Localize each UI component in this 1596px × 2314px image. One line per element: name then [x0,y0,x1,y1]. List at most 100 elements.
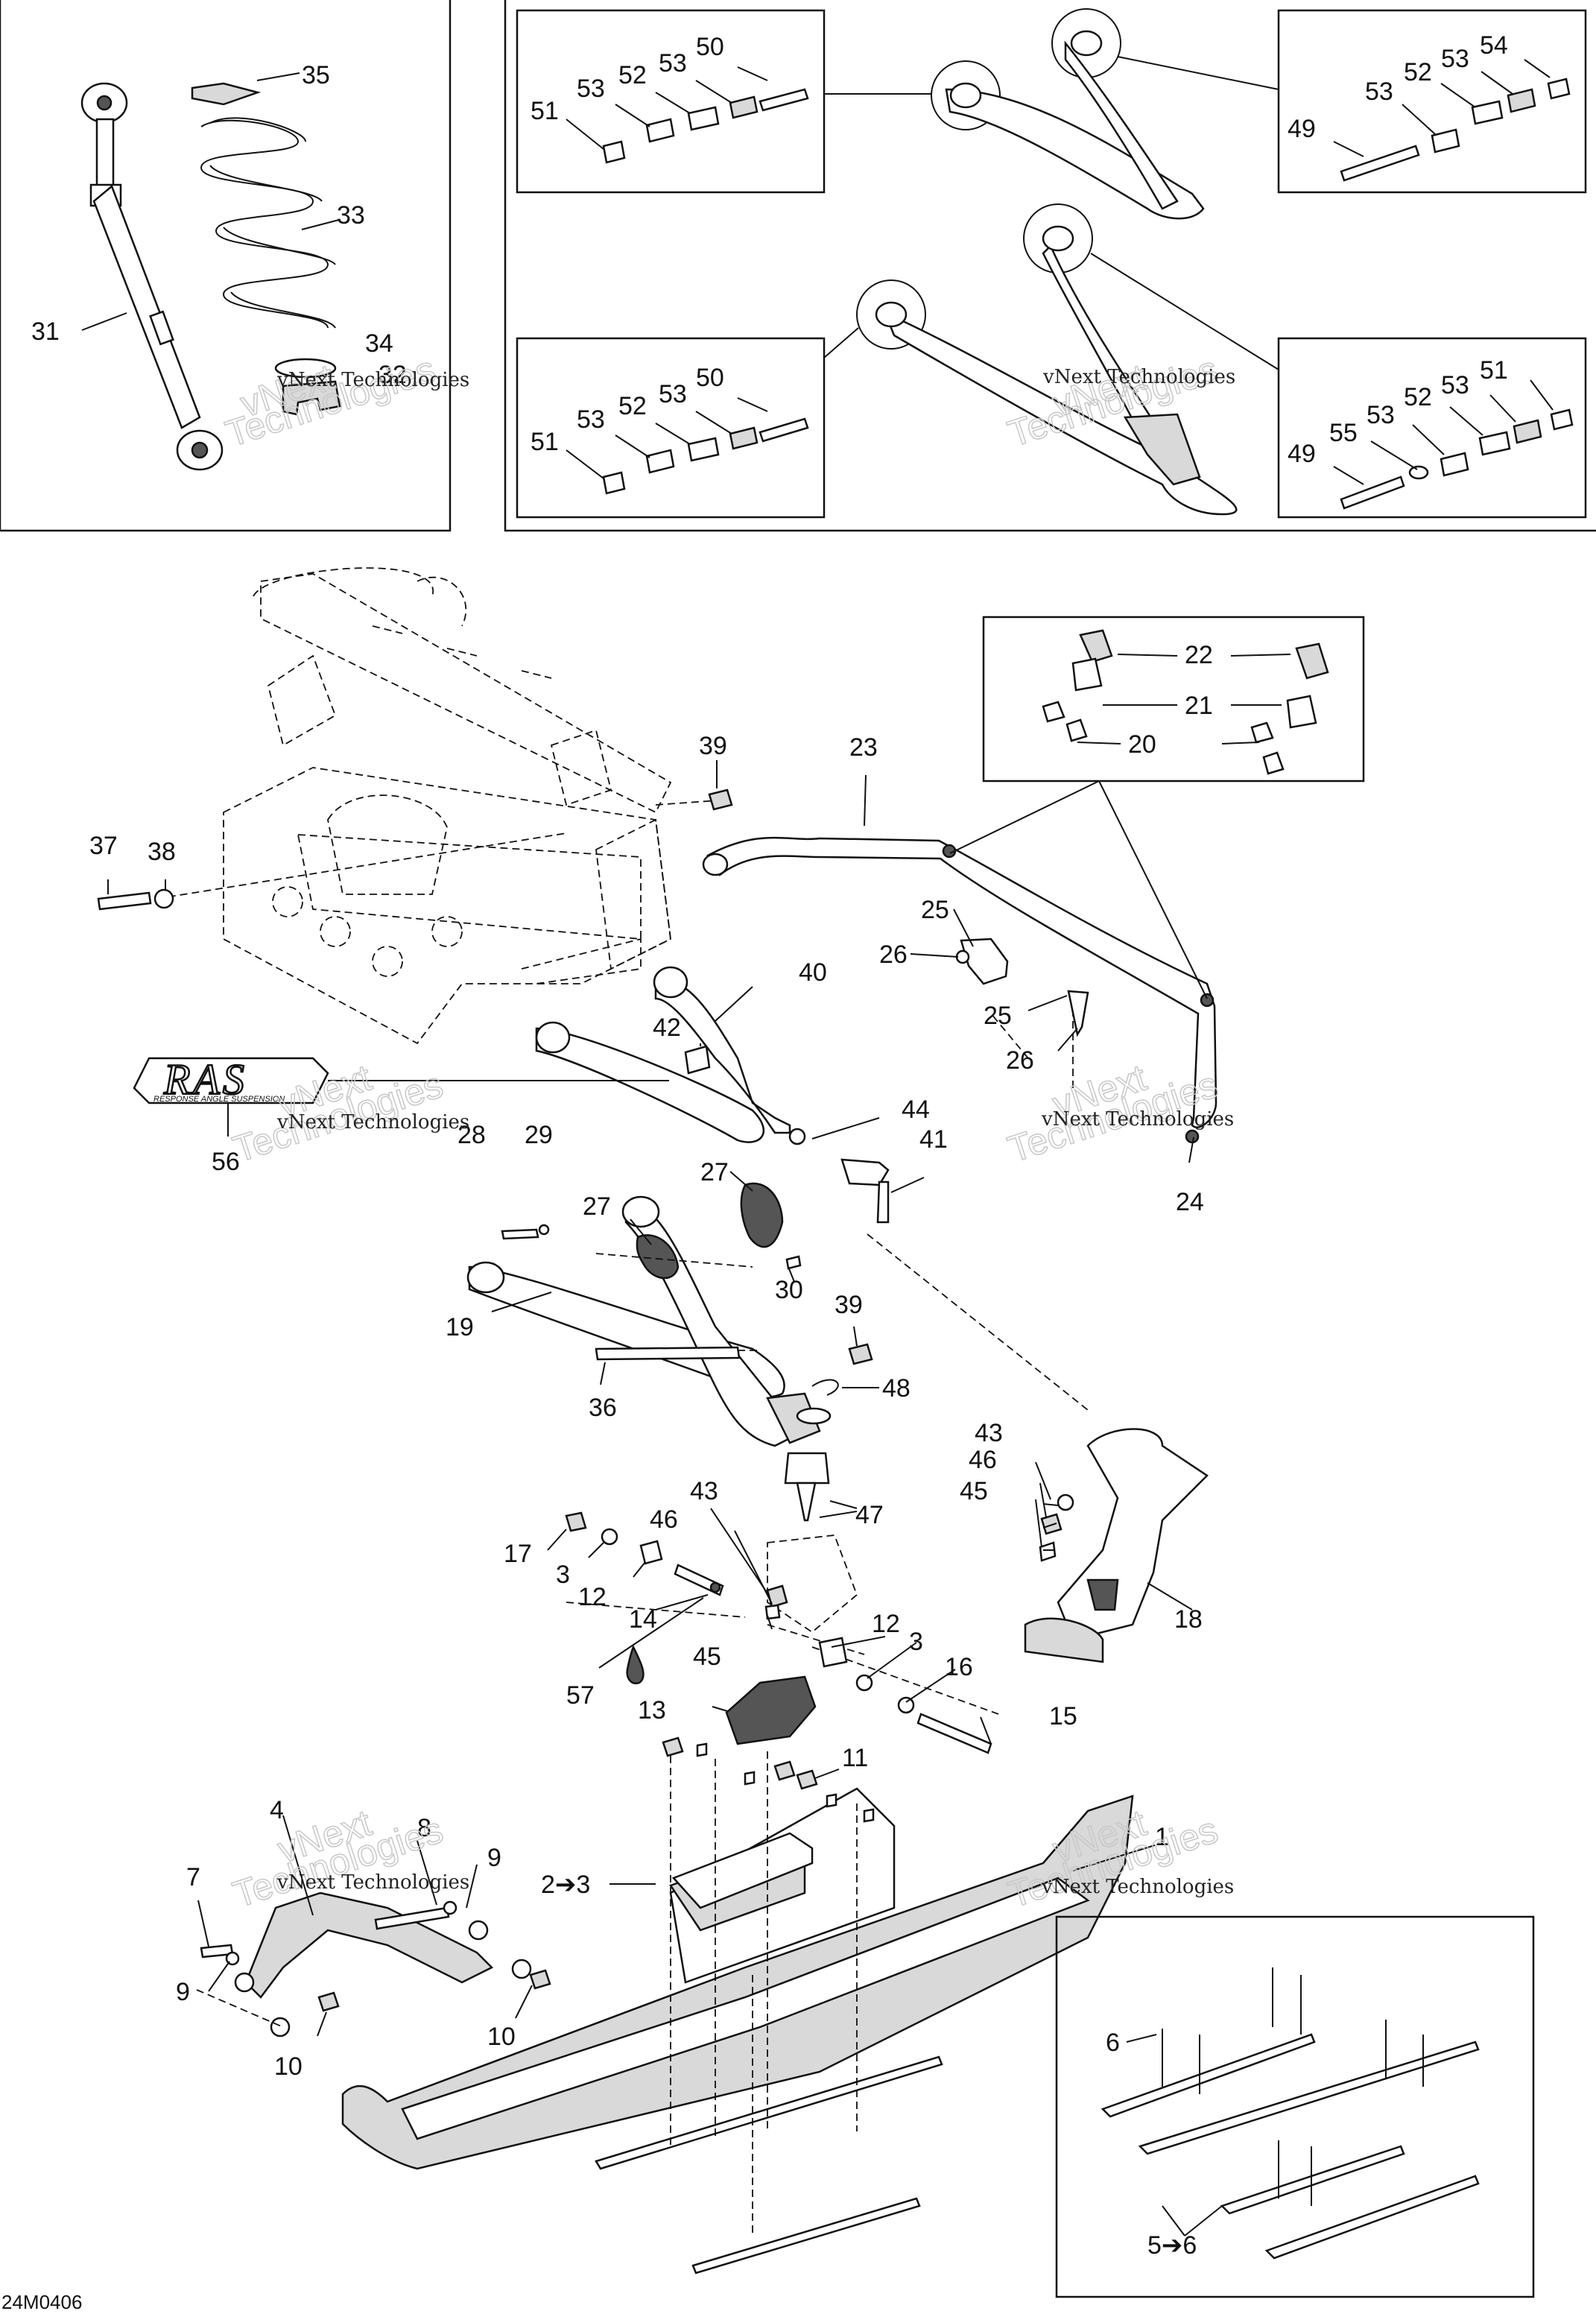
lower-arm-rear-hardware [1340,408,1574,510]
callout-14: 14 [629,1605,657,1634]
callout-10-right: 10 [487,2023,516,2051]
callout-46-left: 46 [650,1505,678,1534]
ski-handle [234,1891,532,2038]
callout-45-right: 45 [960,1477,988,1505]
callout-47: 47 [855,1501,884,1529]
callout-28: 28 [457,1121,486,1149]
callout-38: 38 [148,838,176,866]
bumper-left [636,1234,680,1280]
shock-panel: 31 33 35 34 32 [0,0,452,532]
callout-27-left: 27 [583,1192,611,1221]
watermark-5: vNext Technologies [276,1871,469,1894]
callout-53-ul-b: 53 [659,49,687,78]
callout-51-lr: 51 [1480,356,1508,385]
callout-49-lr: 49 [1288,440,1316,468]
callout-53-ur-b: 53 [1441,45,1469,73]
callout-51-ul: 51 [531,97,559,125]
callout-34: 34 [365,329,393,358]
main-callouts: 23 39 37 38 25 26 40 25 42 26 44 56 28 2… [89,732,1204,2081]
ras-decal: RAS RESPONSE ANGLE SUSPENSION [133,1055,329,1104]
callout-57: 57 [566,1681,595,1710]
callout-22: 22 [1185,641,1213,669]
callout-7: 7 [186,1863,200,1891]
callout-18: 18 [1174,1605,1203,1634]
callout-20: 20 [1128,730,1156,759]
shock-absorber [80,82,224,471]
a-arm-hardware-panel: 51 53 52 53 50 49 53 52 53 54 51 53 52 5… [504,0,1596,532]
callout-41: 41 [919,1125,948,1154]
callout-24: 24 [1176,1188,1204,1216]
callout-49-ur: 49 [1288,115,1316,143]
callout-52-lr: 52 [1404,383,1432,411]
callout-51-ll: 51 [531,428,559,456]
ball-joint-upper [788,1128,890,1224]
callout-53-ur-a: 53 [1365,78,1393,106]
chassis-frame [223,567,672,1045]
callout-36: 36 [589,1394,617,1422]
callout-50-ll: 50 [696,364,724,392]
callout-9-left: 9 [176,1978,190,2006]
ski-runner [595,2055,943,2170]
spindle [1024,1428,1209,1663]
callout-10-left: 10 [274,2052,303,2081]
ski [341,1787,1134,2170]
leader-lines [107,760,1194,2037]
spring [191,82,341,416]
callout-33: 33 [337,201,365,230]
lower-a-arm-illustration [856,203,1238,516]
callout-53-lr-b: 53 [1441,371,1469,399]
callout-25-b: 25 [984,1002,1012,1030]
ski-leg-outline [767,1534,858,1634]
bushing-detail-box: 22 21 20 [949,616,1365,999]
watermark-1: vNext Technologies [276,369,469,391]
callout-25-a: 25 [921,896,949,924]
callout-42: 42 [653,1014,681,1042]
callout-55: 55 [1329,419,1358,447]
callout-19: 19 [446,1313,474,1341]
callout-56: 56 [212,1148,240,1176]
upper-a-arm-illustration [931,8,1205,220]
callout-8: 8 [417,1814,431,1842]
callout-2-to-3: 2➔3 [541,1871,590,1899]
ras-logo-tagline: RESPONSE ANGLE SUSPENSION [153,1095,285,1104]
callout-9-right: 9 [487,1844,501,1872]
callout-31: 31 [31,317,60,346]
callout-23: 23 [849,733,878,762]
watermark-2: vNext Technologies [1042,366,1235,388]
ski-runner [691,2197,921,2275]
callout-37: 37 [89,832,118,860]
callout-6: 6 [1106,2029,1120,2057]
callout-27-right: 27 [700,1158,729,1186]
callout-5-to-6: 5➔6 [1147,2231,1197,2260]
callout-12-left: 12 [578,1583,607,1611]
callout-48: 48 [882,1374,911,1403]
callout-43-right: 43 [975,1419,1003,1447]
callout-44: 44 [902,1096,930,1124]
callout-29: 29 [525,1121,553,1149]
callout-17: 17 [504,1540,532,1568]
callout-40: 40 [799,958,827,987]
upper-a-arm [535,966,791,1143]
callout-12-right: 12 [872,1610,900,1638]
callout-52-ll: 52 [618,392,647,420]
callout-45-left: 45 [693,1643,721,1671]
callout-32: 32 [379,361,407,389]
lower-arm-front-hardware [602,417,809,495]
ball-joint-lower [784,1407,832,1522]
callout-46-right: 46 [969,1446,997,1474]
callout-3-left: 3 [556,1561,570,1589]
callout-43-left: 43 [690,1477,718,1505]
callout-52-ul: 52 [618,61,647,89]
upper-arm-rear-hardware [1340,78,1571,182]
callout-53-ul-a: 53 [577,75,605,103]
callout-13: 13 [638,1696,666,1725]
callout-1: 1 [1155,1823,1169,1851]
callout-39-top: 39 [699,732,727,760]
callout-26-a: 26 [879,941,908,969]
ras-logo-mark: RAS [163,1055,247,1104]
callout-4: 4 [270,1796,284,1824]
watermark-6: vNext Technologies [1041,1876,1234,1898]
upper-arm-front-hardware [602,88,809,164]
callout-39-mid: 39 [835,1291,863,1319]
